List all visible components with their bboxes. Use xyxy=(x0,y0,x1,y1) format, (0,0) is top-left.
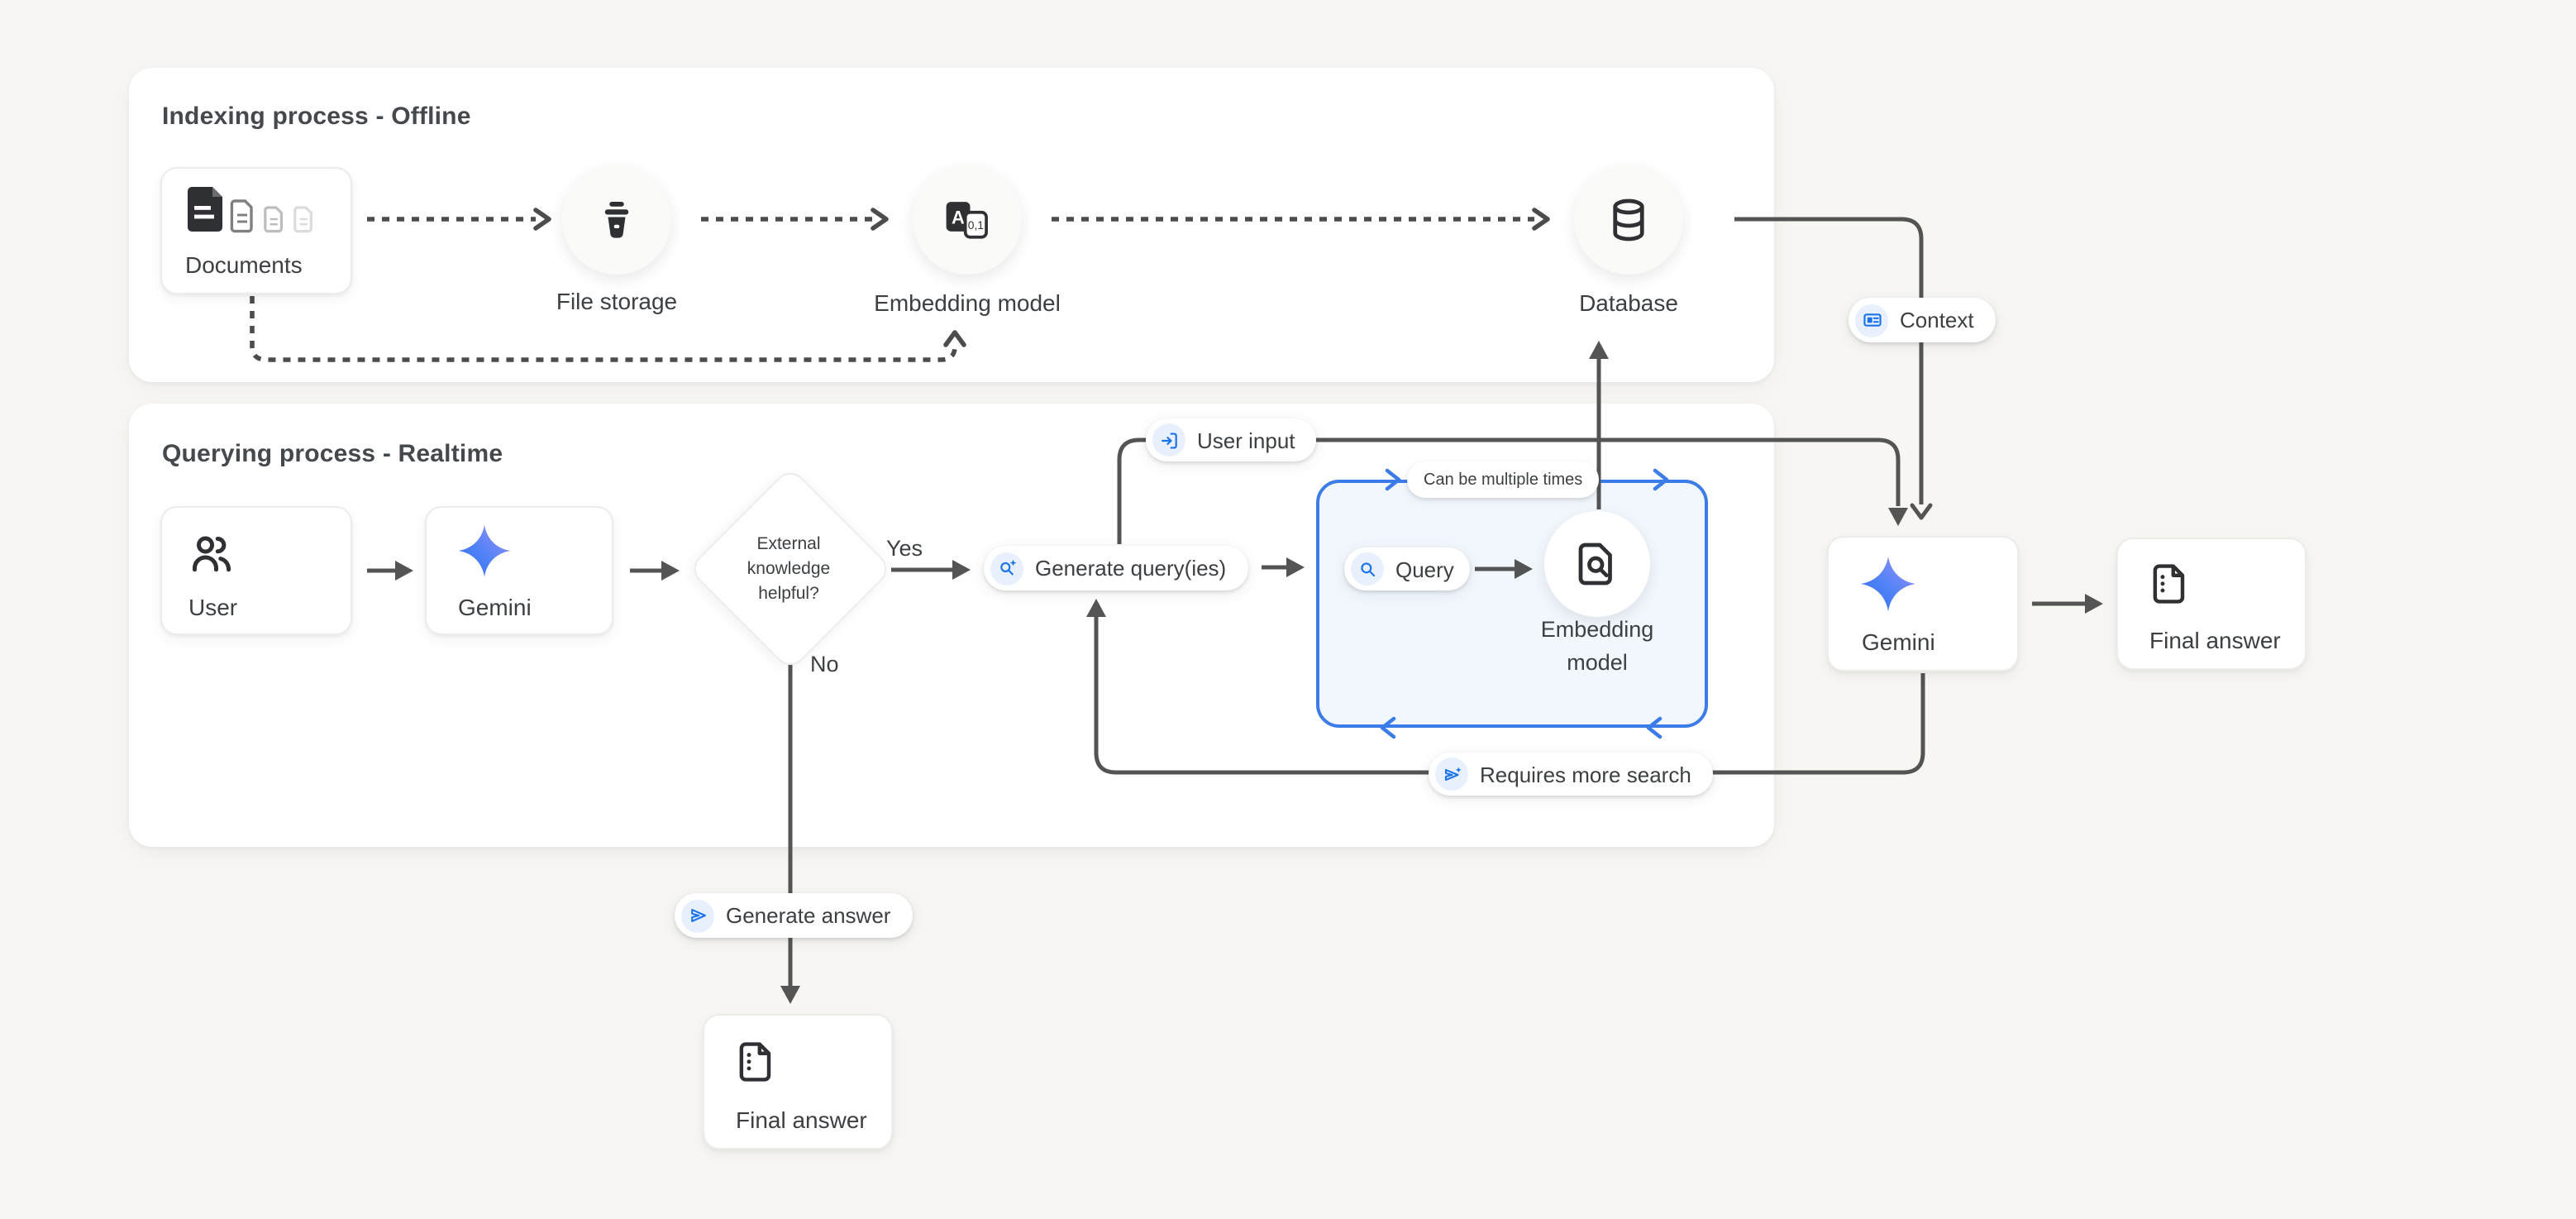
context-icon xyxy=(1855,304,1888,337)
database-node xyxy=(1574,165,1683,275)
context-arrowhead xyxy=(1910,503,1933,520)
context-pill-label: Context xyxy=(1900,308,1974,332)
file-storage-label: File storage xyxy=(556,288,678,314)
final-answer-right-node: Final answer xyxy=(2116,538,2306,670)
user-label: User xyxy=(188,594,238,620)
search-icon xyxy=(1351,552,1384,586)
final-answer-document-icon xyxy=(739,1042,771,1082)
database-label: Database xyxy=(1579,289,1678,316)
requires-more-search-label: Requires more search xyxy=(1480,762,1691,786)
user-input-pill: User input xyxy=(1146,418,1317,461)
embedding-model-offline-label: Embedding model xyxy=(874,289,1061,316)
input-icon xyxy=(1152,423,1185,457)
querying-section-title: Querying process - Realtime xyxy=(162,440,503,468)
gemini-router-node: Gemini xyxy=(425,506,613,635)
storage-bucket-icon xyxy=(604,202,629,238)
embedding-a-glyph: A xyxy=(952,208,965,228)
indexing-section-title: Indexing process - Offline xyxy=(162,103,471,131)
retrieval-loop-box xyxy=(1316,480,1708,728)
generate-answer-pill: Generate answer xyxy=(675,893,913,938)
documents-node: Documents xyxy=(160,167,352,294)
decision-text: External knowledge helpful? xyxy=(747,534,831,604)
final-answer-document-icon xyxy=(2153,564,2185,604)
send-icon xyxy=(681,899,714,932)
embedding-model-realtime-node xyxy=(1544,511,1650,617)
file-storage-node xyxy=(562,165,671,275)
can-be-multiple-times-tag: Can be multiple times xyxy=(1407,461,1600,498)
generate-query-pill: Generate query(ies) xyxy=(984,546,1248,590)
search-sparkle-icon xyxy=(990,552,1023,585)
user-node: User xyxy=(160,506,352,635)
documents-label: Documents xyxy=(185,251,303,278)
embedding-model-icon: A 0,1 xyxy=(946,202,988,239)
document-search-icon xyxy=(1578,543,1612,586)
database-icon xyxy=(1613,198,1644,241)
generate-answer-label: Generate answer xyxy=(726,903,891,928)
requires-more-search-pill: Requires more search xyxy=(1429,753,1713,796)
send-sparkle-icon xyxy=(1435,758,1468,791)
final-answer-bottom-node: Final answer xyxy=(703,1014,893,1150)
gemini-star-icon xyxy=(458,524,511,577)
context-pill: Context xyxy=(1849,298,1996,342)
gemini-star-icon xyxy=(1860,556,1916,612)
user-input-label: User input xyxy=(1197,428,1295,452)
query-pill: Query xyxy=(1344,547,1471,590)
query-label: Query xyxy=(1395,557,1454,581)
embedding-01-glyph: 0,1 xyxy=(968,218,985,232)
embedding-model-offline-node: A 0,1 xyxy=(913,165,1022,275)
final-answer-bottom-label: Final answer xyxy=(736,1107,867,1133)
no-edge-label: No xyxy=(810,652,839,676)
yes-edge-label: Yes xyxy=(886,536,923,561)
gemini-router-label: Gemini xyxy=(458,594,532,620)
final-answer-right-label: Final answer xyxy=(2149,627,2281,653)
embedding-model-realtime-label: Embedding model xyxy=(1540,617,1654,675)
gemini-answer-label: Gemini xyxy=(1862,629,1935,655)
documents-icon xyxy=(188,187,312,233)
generate-query-label: Generate query(ies) xyxy=(1035,556,1227,581)
gemini-answer-node: Gemini xyxy=(1827,536,2019,672)
user-icon xyxy=(193,536,231,572)
